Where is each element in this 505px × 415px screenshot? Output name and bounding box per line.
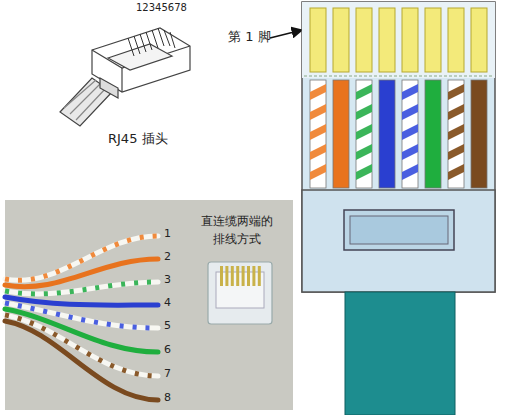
wire-core (402, 80, 418, 188)
photo-pin (258, 266, 261, 286)
crimp-line (304, 76, 493, 77)
wire-stripe (356, 104, 372, 120)
wire-core (333, 80, 349, 188)
wire-stripe (448, 104, 464, 120)
wire-stripe (448, 164, 464, 180)
wire-core (448, 80, 464, 188)
photo-pin (236, 266, 239, 286)
wire-stripe (402, 144, 418, 160)
wire-stripe (356, 84, 372, 100)
rj45-plug-front (302, 2, 495, 415)
wire-stripe (402, 124, 418, 140)
photo-wire (5, 282, 158, 294)
photo-pin (225, 266, 228, 286)
photo-pin (247, 266, 250, 286)
wire-stripe (448, 144, 464, 160)
wire-core (425, 80, 441, 188)
cable-photo (5, 200, 293, 410)
gold-pin (379, 8, 395, 72)
wire-stripe (402, 164, 418, 180)
photo-wire (5, 321, 158, 400)
callout-number: 8 (164, 392, 171, 405)
photo-pin (220, 266, 223, 286)
callout-number: 6 (164, 344, 171, 357)
wiring-caption: 直连缆两端的 排线方式 (198, 212, 276, 248)
wire-core (310, 80, 326, 188)
plug-caption: RJ45 插头 (108, 132, 168, 147)
callout-number: 5 (164, 320, 171, 333)
gold-pin (356, 8, 372, 72)
gold-pin (333, 8, 349, 72)
wire-core (471, 80, 487, 188)
wire-core (356, 80, 372, 188)
pin1-arrow (270, 30, 302, 38)
wire-stripe (310, 104, 326, 120)
photo-pin (242, 266, 245, 286)
callout-number: 4 (164, 297, 171, 310)
photo-wire (5, 297, 158, 305)
wire-stripe (402, 84, 418, 100)
wire-stripe (356, 164, 372, 180)
wire-stripe (310, 84, 326, 100)
wire-core (379, 80, 395, 188)
wire-stripe (310, 124, 326, 140)
gold-pin (310, 8, 326, 72)
gold-pin (448, 8, 464, 72)
wire-stripe (448, 124, 464, 140)
wire-stripe (310, 144, 326, 160)
pin-numbers: 12345678 (136, 2, 187, 14)
photo-pin (252, 266, 255, 286)
photo-pin (231, 266, 234, 286)
gold-pin (402, 8, 418, 72)
wire-stripe (310, 164, 326, 180)
gold-pin (471, 8, 487, 72)
pin1-label: 第 1 脚 (228, 30, 271, 45)
photo-wire-stripe (5, 282, 158, 294)
wire-stripe (356, 144, 372, 160)
wire-stripe (402, 104, 418, 120)
callout-number: 3 (164, 274, 171, 287)
gold-pin (425, 8, 441, 72)
wire-stripe (448, 84, 464, 100)
rj45-sketch (60, 28, 190, 126)
callout-number: 1 (164, 228, 171, 241)
wire-stripe (356, 124, 372, 140)
callout-number: 7 (164, 368, 171, 381)
callout-number: 2 (164, 251, 171, 264)
